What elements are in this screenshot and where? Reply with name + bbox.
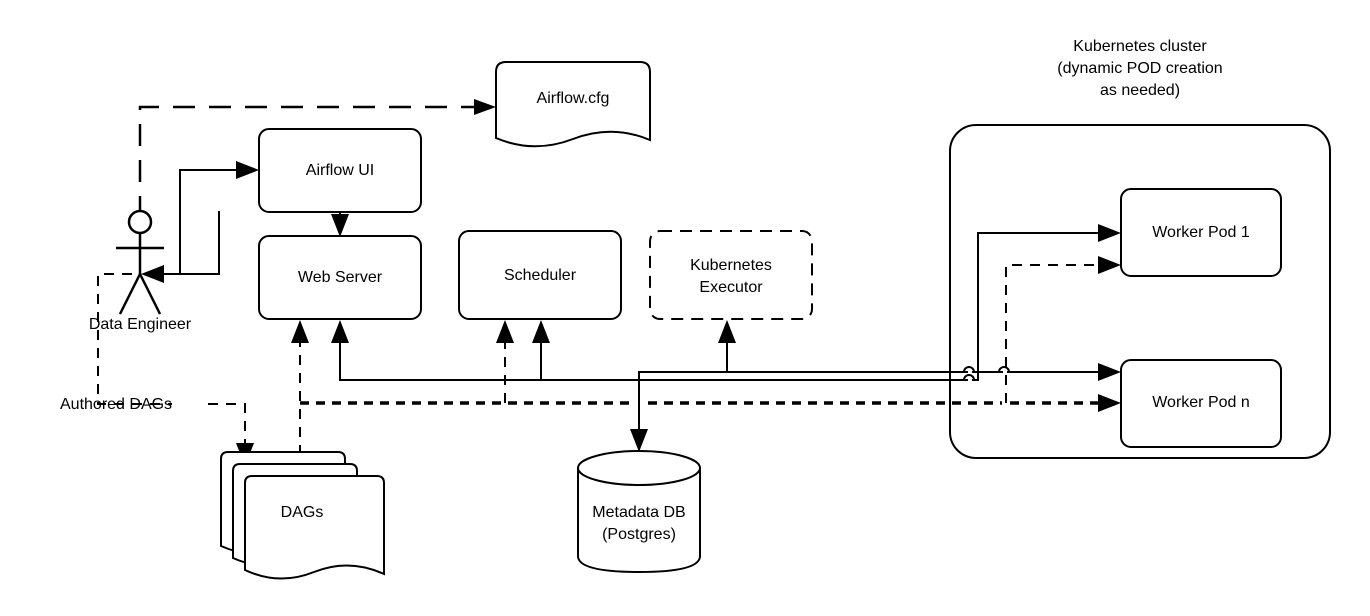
arrowhead-worker-pod-n-dashed (1098, 394, 1121, 412)
arrowhead-airflow-cfg (474, 99, 496, 115)
arrowhead-data-engineer (141, 265, 164, 283)
dags-sheet-front (244, 475, 385, 580)
edge-airflow-ui-to-engineer (141, 211, 220, 283)
node-data-engineer[interactable]: Data Engineer (89, 209, 192, 333)
actor-leg-left-icon (118, 273, 142, 315)
edge-label-authored-dags: Authored DAGs (60, 396, 172, 413)
edge-engineer-to-dags: Authored DAGs (60, 273, 254, 466)
edge-metadatadb-to-scheduler (532, 320, 639, 381)
node-dags[interactable]: DAGs (220, 451, 385, 580)
metadata-db-top (577, 450, 701, 486)
kubernetes-cluster-title-line3: as needed) (1100, 82, 1180, 99)
node-scheduler[interactable]: Scheduler (458, 230, 622, 320)
node-metadata-db[interactable]: Metadata DB (Postgres) (577, 450, 701, 574)
node-airflow-cfg[interactable]: Airflow.cfg (495, 61, 651, 148)
edge-k8s-executor-to-worker-pods (639, 224, 1121, 381)
edge-dags-to-worker-pods (300, 256, 1121, 412)
kubernetes-cluster-title-line1: Kubernetes cluster (1073, 38, 1207, 55)
actor-leg-right-icon (138, 273, 162, 315)
edge-bus-to-metadatadb (630, 380, 648, 452)
arrowhead-scheduler-dags (496, 320, 514, 343)
arrowhead-airflow-ui (236, 161, 259, 179)
worker-pod-n-label: Worker Pod n (1152, 394, 1250, 411)
arrowhead-metadata-db (630, 429, 648, 452)
edge-airflow-ui-to-web-server (331, 212, 349, 237)
edge-engineer-to-airflow-cfg (138, 99, 496, 218)
worker-pod-1-label: Worker Pod 1 (1152, 224, 1250, 241)
kubernetes-executor-label-line2: Executor (699, 279, 763, 296)
edge-metadatadb-to-k8s-executor (638, 320, 736, 380)
arrowhead-k8s-executor (718, 320, 736, 343)
arrowhead-web-server-top (331, 214, 349, 237)
edge-dags-to-scheduler (496, 320, 514, 403)
arrowhead-scheduler-db (532, 320, 550, 343)
edge-engineer-to-airflow-ui (179, 161, 259, 274)
edge-dags-to-web-server (291, 320, 309, 455)
dags-label: DAGs (281, 504, 324, 521)
airflow-cfg-label: Airflow.cfg (537, 90, 610, 107)
data-engineer-label: Data Engineer (89, 316, 192, 333)
kubernetes-executor-label-line1: Kubernetes (690, 257, 772, 274)
arrowhead-worker-pod-1-solid (1098, 224, 1121, 242)
edge-metadatadb-to-web-server (331, 320, 640, 452)
node-airflow-ui[interactable]: Airflow UI (258, 128, 422, 213)
metadata-db-body (577, 467, 701, 574)
metadata-db-label-line1: Metadata DB (592, 504, 685, 521)
node-web-server[interactable]: Web Server (258, 235, 422, 320)
node-kubernetes-executor[interactable]: Kubernetes Executor (649, 230, 813, 320)
kubernetes-cluster-title-line2: (dynamic POD creation (1057, 60, 1222, 77)
arrowhead-worker-pod-n-solid (1098, 363, 1121, 381)
arrowhead-web-server-db (331, 320, 349, 343)
scheduler-label: Scheduler (504, 267, 577, 284)
airflow-ui-label: Airflow UI (306, 162, 374, 179)
node-worker-pod-1[interactable]: Worker Pod 1 (1120, 188, 1282, 277)
arrowhead-web-server-dags (291, 320, 309, 343)
node-worker-pod-n[interactable]: Worker Pod n (1120, 359, 1282, 448)
web-server-label: Web Server (298, 269, 383, 286)
actor-head-icon (127, 209, 153, 235)
metadata-db-label-line2: (Postgres) (602, 526, 676, 543)
arrowhead-worker-pod-1-dashed (1098, 256, 1121, 274)
